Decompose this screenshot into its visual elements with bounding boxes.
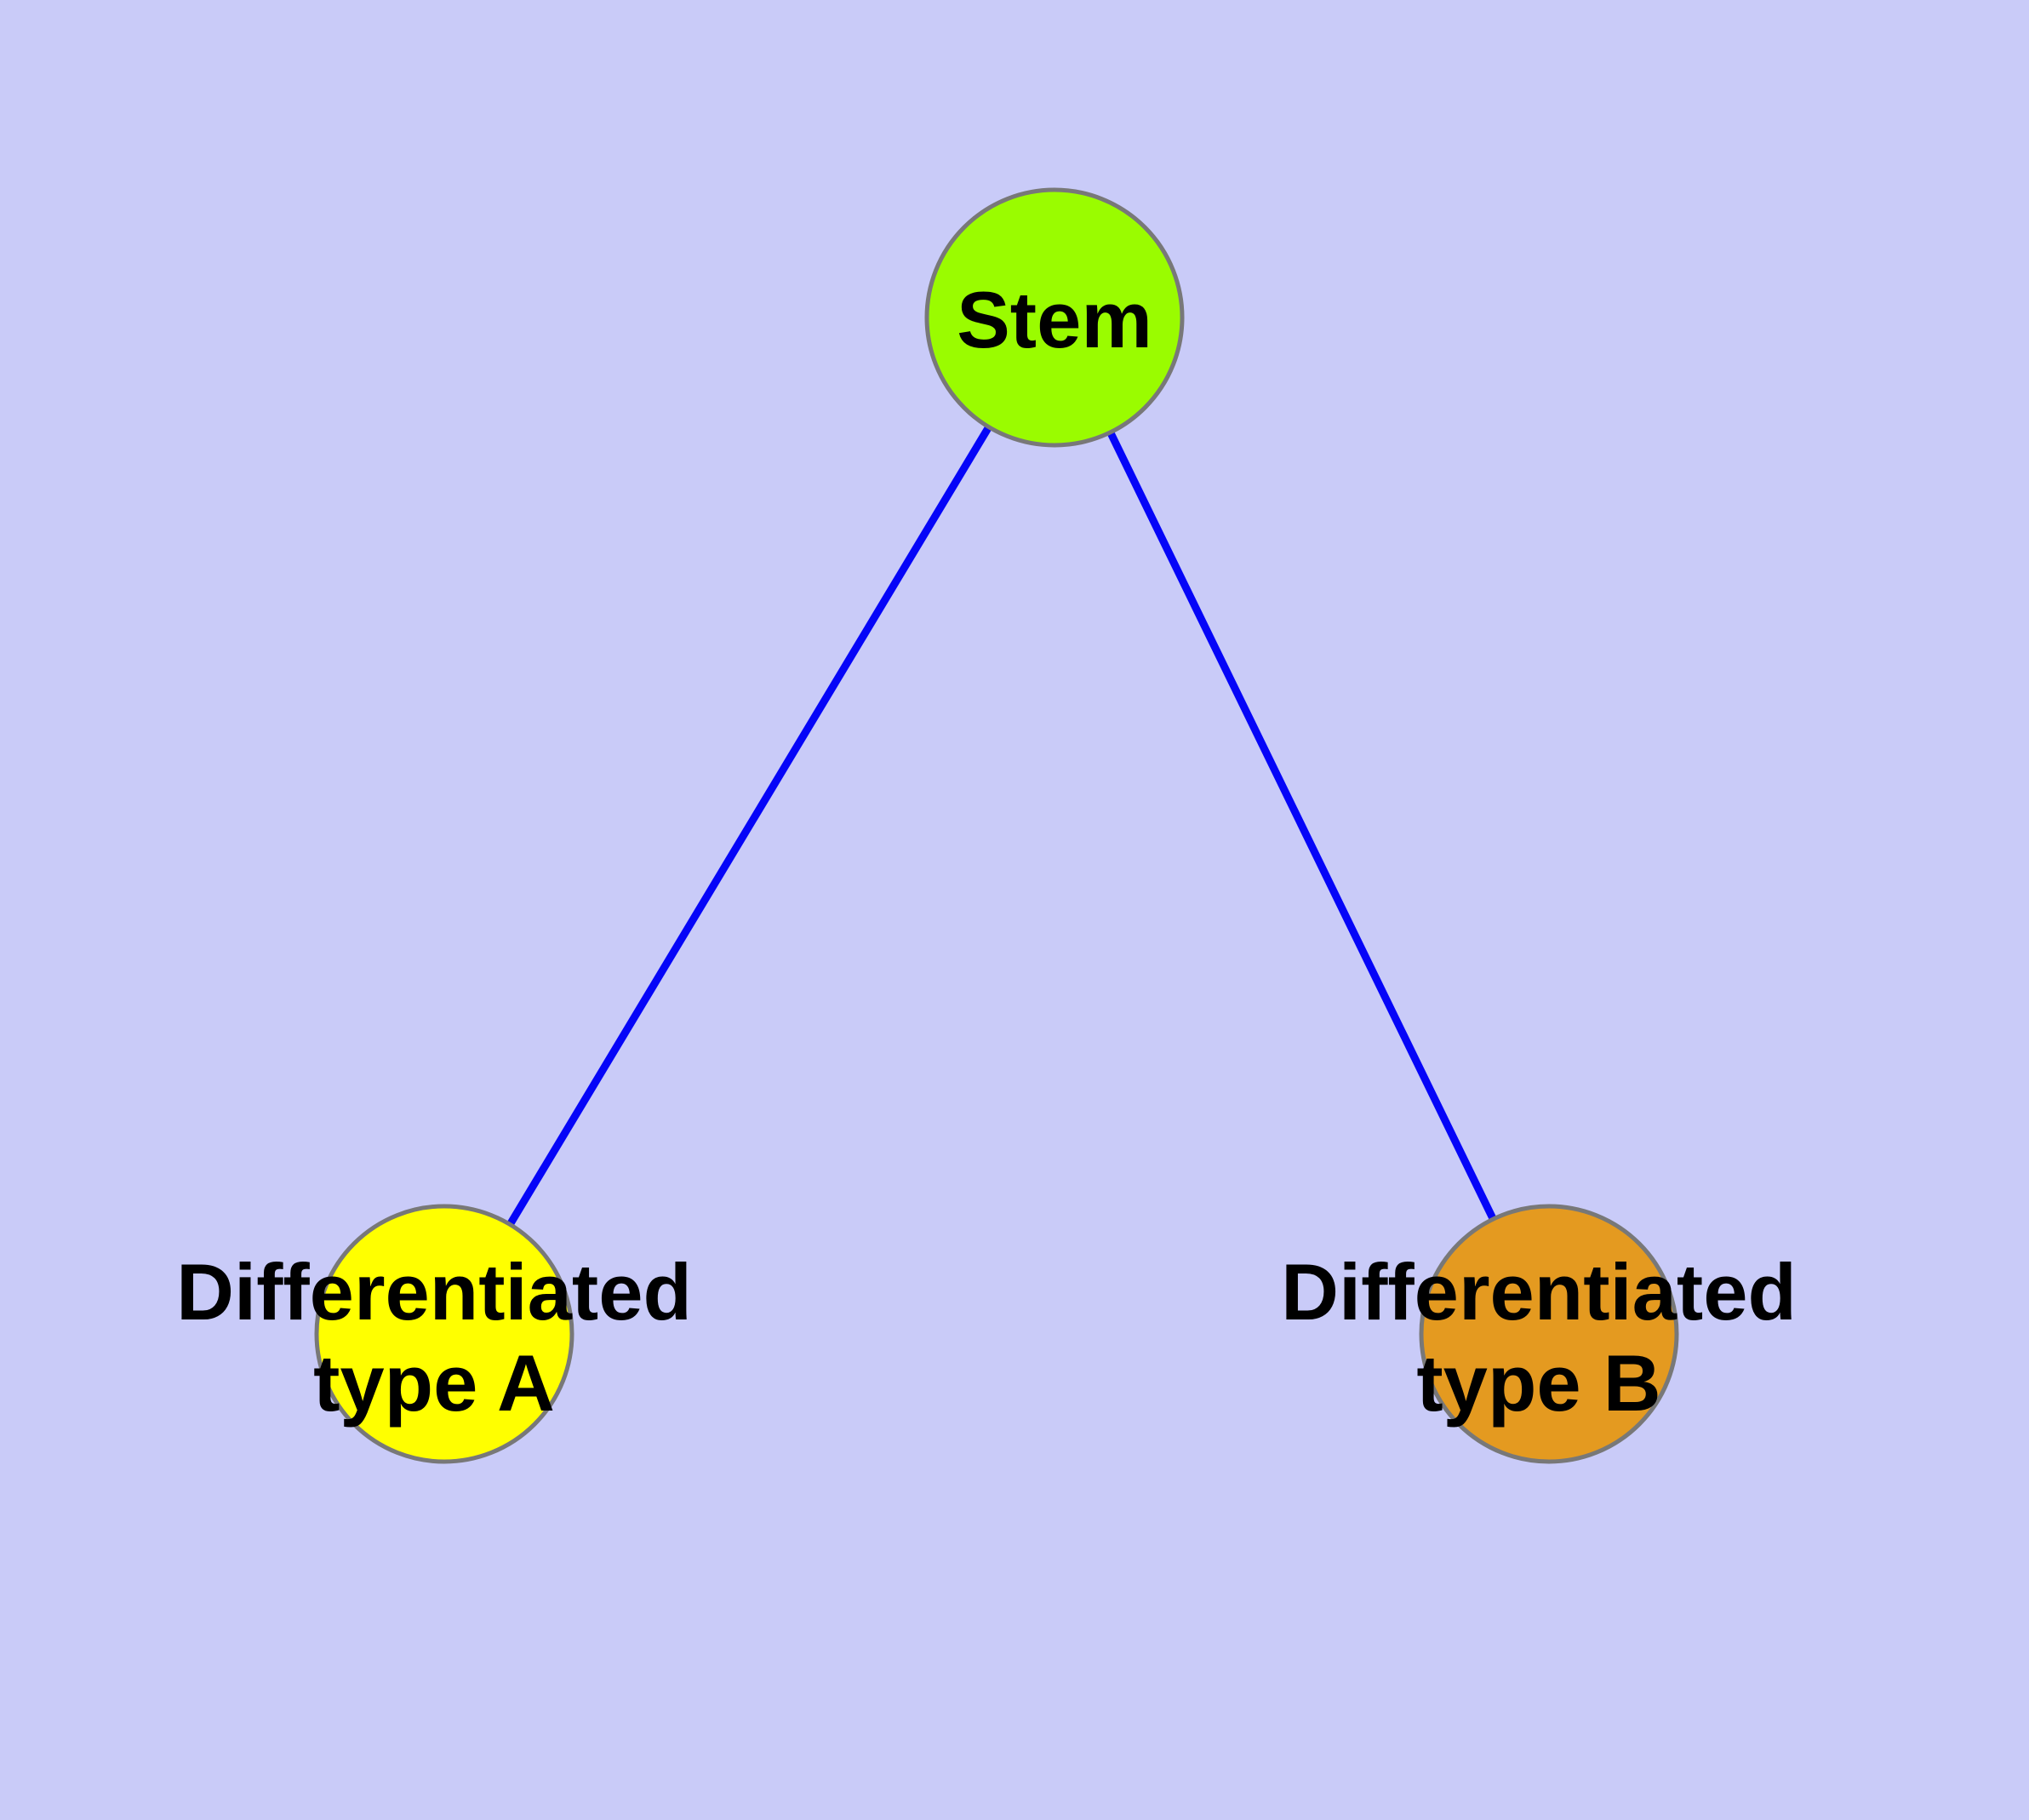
node-stem-label: Stem bbox=[957, 275, 1152, 364]
node-type-b-label-line1: Differentiated bbox=[1281, 1247, 1797, 1336]
node-type-a-label-line1: Differentiated bbox=[176, 1247, 692, 1336]
edge-stem-to-type-b bbox=[1050, 316, 1553, 1336]
edge-stem-to-type-a bbox=[441, 315, 1058, 1336]
node-type-a-label-line2: type A bbox=[313, 1338, 555, 1428]
node-differentiated-type-a bbox=[314, 1204, 574, 1464]
node-type-b-label-line2: type B bbox=[1416, 1338, 1660, 1428]
node-stem bbox=[924, 187, 1185, 448]
node-differentiated-type-b bbox=[1419, 1204, 1679, 1464]
